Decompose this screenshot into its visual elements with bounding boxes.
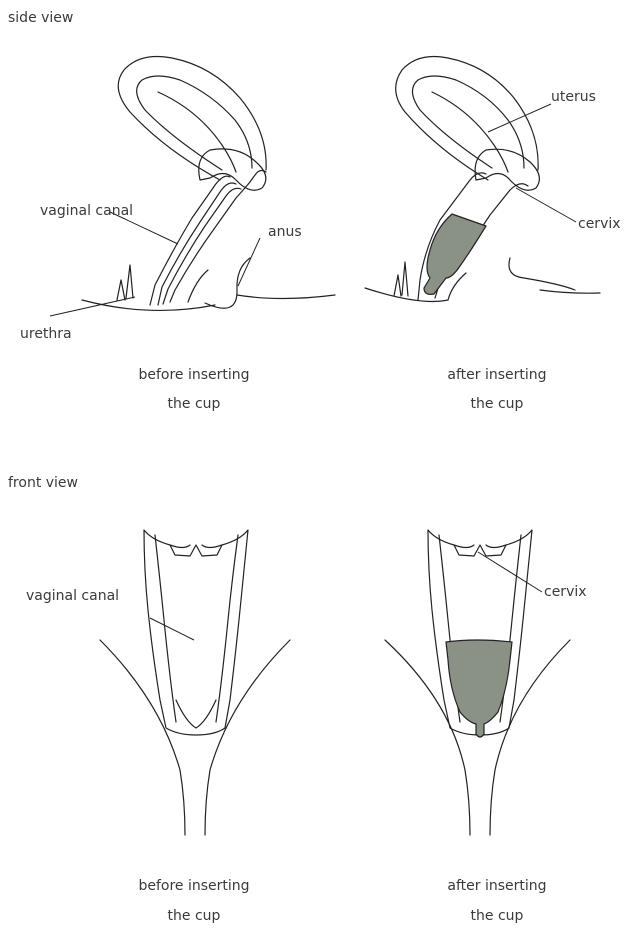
side-after-caption-line1: after inserting xyxy=(447,367,546,383)
leader-anus xyxy=(238,238,260,286)
thigh-contour-right xyxy=(205,640,290,835)
leader-cervix-side xyxy=(516,188,576,222)
body-contour-left xyxy=(82,300,215,310)
canal-wall-left-inner xyxy=(155,535,176,722)
label-uterus: uterus xyxy=(551,89,596,105)
front-after-caption-line2: the cup xyxy=(471,908,524,924)
side-before-caption-line2: the cup xyxy=(168,396,221,412)
leader-vaginal-canal-front xyxy=(150,618,194,640)
vaginal-canal-outline xyxy=(144,530,248,735)
vaginal-opening xyxy=(176,700,216,728)
front-before-caption-line2: the cup xyxy=(168,908,221,924)
label-cervix-front: cervix xyxy=(544,584,587,600)
uterus-inner xyxy=(137,76,252,170)
buttock-contour xyxy=(205,258,250,308)
label-cervix-side: cervix xyxy=(578,216,621,232)
body-contour-right xyxy=(540,290,600,293)
uterus-outer xyxy=(396,57,538,181)
menstrual-cup-side xyxy=(424,214,486,294)
canal-wall-right-inner xyxy=(216,535,238,722)
label-vaginal-canal-front: vaginal canal xyxy=(26,588,119,604)
labia-folds xyxy=(117,265,133,300)
side-before-figure xyxy=(82,57,335,311)
side-view-heading: side view xyxy=(8,10,73,26)
front-before-figure xyxy=(100,530,290,835)
label-vaginal-canal-side: vaginal canal xyxy=(40,203,133,219)
thigh-contour-left xyxy=(100,640,185,835)
label-anus: anus xyxy=(268,224,302,240)
leader-cervix-front xyxy=(478,552,542,592)
body-contour-right xyxy=(237,295,335,299)
buttock-contour xyxy=(509,258,575,290)
menstrual-cup-front xyxy=(446,640,512,737)
label-urethra: urethra xyxy=(20,326,72,342)
front-after-caption-line1: after inserting xyxy=(447,878,546,894)
pubic-contour xyxy=(188,270,208,302)
labia-folds xyxy=(394,262,408,296)
side-before-caption-line1: before inserting xyxy=(138,367,249,383)
leader-urethra xyxy=(50,297,135,316)
front-view-heading: front view xyxy=(8,475,78,491)
side-after-caption-line2: the cup xyxy=(471,396,524,412)
front-before-caption-line1: before inserting xyxy=(138,878,249,894)
cervix xyxy=(199,149,266,190)
uterus-outer xyxy=(118,57,266,181)
